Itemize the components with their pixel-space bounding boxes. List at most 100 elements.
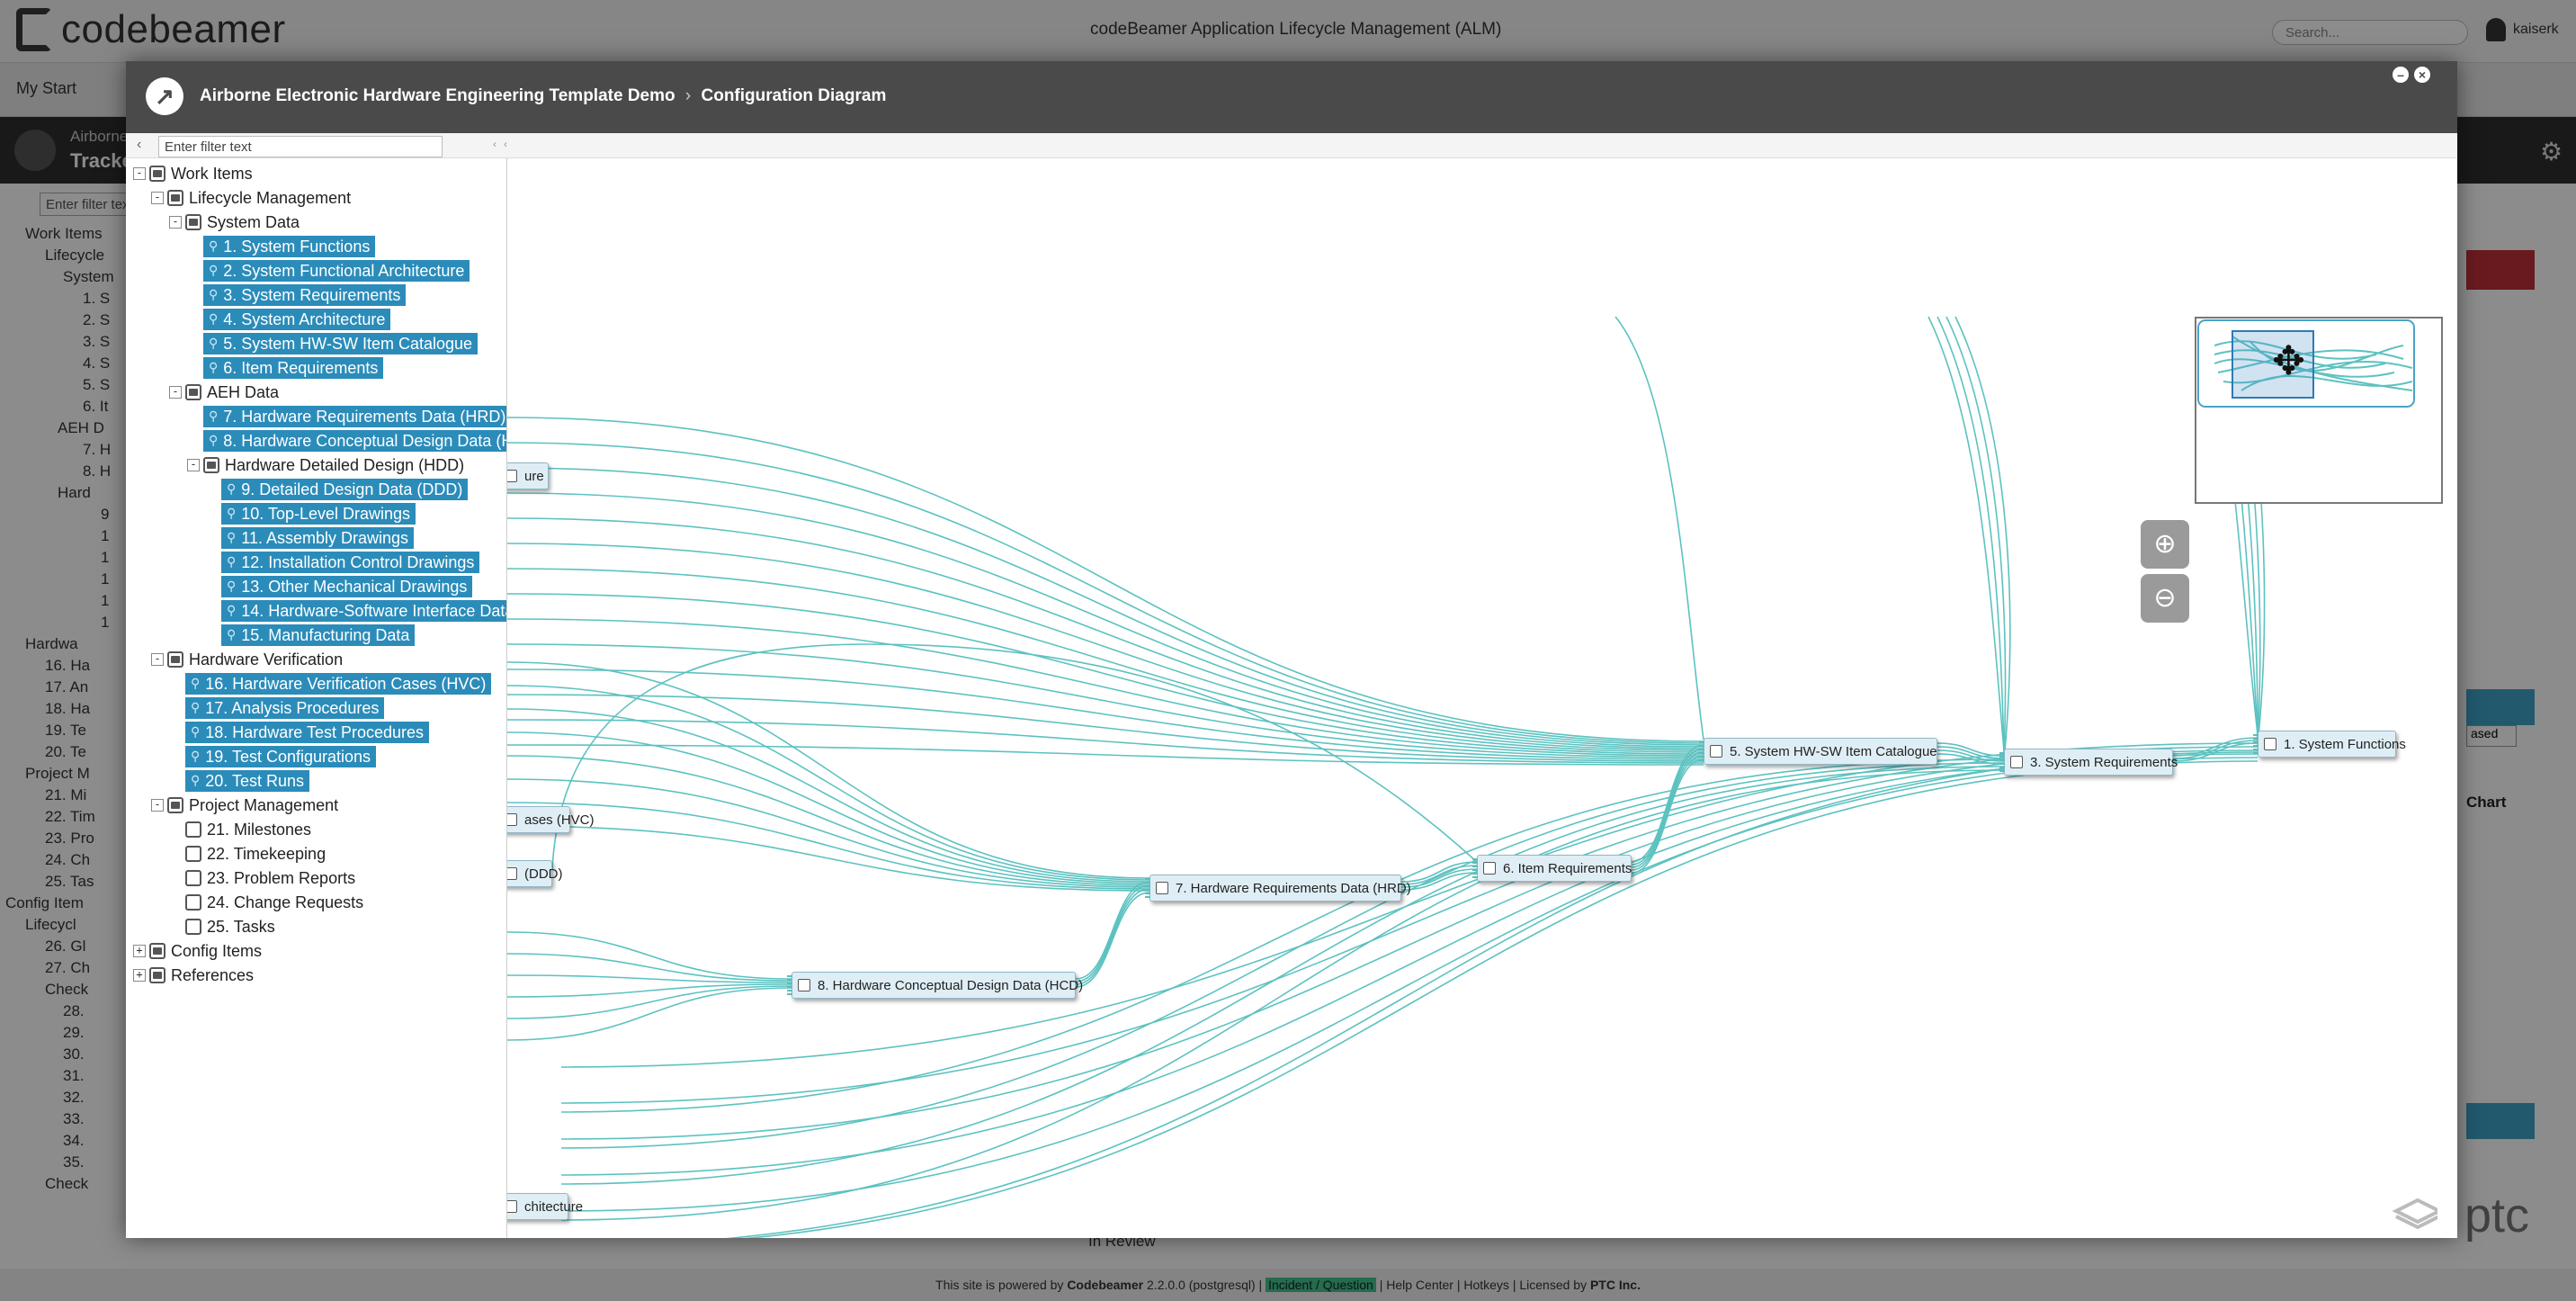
collapse-icon[interactable]: - (151, 799, 164, 812)
background-tree-item[interactable]: 23. Pro (45, 830, 94, 847)
tree-item-selected[interactable]: ⚲13. Other Mechanical Drawings (221, 576, 473, 597)
tree-item[interactable]: ⚲15. Manufacturing Data (205, 624, 416, 647)
tree-item-selected[interactable]: ⚲9. Detailed Design Data (DDD) (221, 479, 469, 500)
collapse-pane-icon[interactable]: ‹ (493, 138, 496, 150)
diagram-node-p1[interactable]: ure (507, 462, 549, 489)
tree-item-selected[interactable]: ⚲19. Test Configurations (185, 746, 377, 767)
tree-item-selected[interactable]: ⚲8. Hardware Conceptual Design Data (HCD… (203, 430, 506, 452)
background-tree-item[interactable]: 20. Te (45, 743, 87, 760)
tree-item[interactable]: ⚲1. System Functions (187, 235, 376, 258)
expand-icon[interactable]: + (133, 945, 146, 957)
diagram-minimap[interactable] (2195, 317, 2443, 504)
tree-item[interactable]: ⚲5. System HW-SW Item Catalogue (187, 332, 479, 355)
tree-item[interactable]: -Hardware Detailed Design (HDD) (187, 453, 464, 477)
background-tree-item[interactable]: 19. Te (45, 722, 87, 739)
tree-item[interactable]: 21. Milestones (169, 818, 311, 841)
tree-item[interactable]: +Config Items (133, 939, 262, 963)
background-tree-item[interactable]: 31. (63, 1067, 85, 1084)
diagram-node-ir[interactable]: 6. Item Requirements (1472, 855, 1632, 882)
footer-help-link[interactable]: Help Center (1386, 1278, 1453, 1292)
tree-item[interactable]: -System Data (169, 211, 300, 234)
background-tree-item[interactable]: Check (45, 981, 89, 998)
tree-item[interactable]: ⚲14. Hardware-Software Interface Data (205, 599, 506, 623)
background-tree-item[interactable]: 26. Gl (45, 938, 86, 955)
tree-item[interactable]: ⚲12. Installation Control Drawings (205, 551, 480, 574)
tree-item-selected[interactable]: ⚲15. Manufacturing Data (221, 624, 416, 646)
background-tree-item[interactable]: 3. S (83, 333, 111, 350)
background-tree-item[interactable]: Lifecycle (45, 247, 105, 264)
diagram-node-p2[interactable]: ases (HVC) (507, 806, 595, 833)
tree-item-selected[interactable]: ⚲6. Item Requirements (203, 357, 384, 379)
background-tree-item[interactable]: 32. (63, 1089, 85, 1106)
tree-item[interactable]: ⚲6. Item Requirements (187, 356, 384, 380)
tree-item[interactable]: 23. Problem Reports (169, 866, 355, 890)
close-icon[interactable]: × (2414, 67, 2430, 83)
tree-item[interactable]: ⚲8. Hardware Conceptual Design Data (HCD… (187, 429, 506, 453)
tree-item[interactable]: ⚲7. Hardware Requirements Data (HRD) (187, 405, 506, 428)
tree-item[interactable]: ⚲17. Analysis Procedures (169, 696, 385, 720)
diagram-node-hw[interactable]: 5. System HW-SW Item Catalogue (1699, 738, 1937, 765)
tree-item[interactable]: ⚲2. System Functional Architecture (187, 259, 470, 283)
tree-item-selected[interactable]: ⚲4. System Architecture (203, 309, 391, 330)
background-tree-item[interactable]: Hardwa (25, 635, 78, 652)
background-tree-item[interactable]: 25. Tas (45, 873, 94, 890)
tree-item-selected[interactable]: ⚲17. Analysis Procedures (185, 697, 385, 719)
tree-item[interactable]: ⚲4. System Architecture (187, 308, 391, 331)
background-tree-item[interactable]: 35. (63, 1153, 85, 1171)
background-tree-item[interactable]: Hard (58, 484, 91, 501)
tree-item[interactable]: -Hardware Verification (151, 648, 343, 671)
user-menu[interactable]: kaiserk (2486, 18, 2559, 41)
breadcrumb-project[interactable]: Airborne Electronic Hardware Engineering… (200, 86, 675, 105)
tree-item[interactable]: ⚲19. Test Configurations (169, 745, 377, 768)
tree-item[interactable]: ⚲13. Other Mechanical Drawings (205, 575, 473, 598)
collapse-icon[interactable]: - (151, 192, 164, 204)
pane-splitter-icon[interactable]: ‹ (504, 138, 507, 150)
tree-item-selected[interactable]: ⚲5. System HW-SW Item Catalogue (203, 333, 479, 354)
background-tree-item[interactable]: 1 (101, 592, 110, 609)
background-select[interactable]: ased (2466, 725, 2517, 747)
background-tree-item[interactable]: 21. Mi (45, 786, 87, 803)
diagram-node-p3[interactable]: (DDD) (507, 860, 563, 887)
diagram-node-p4[interactable]: chitecture (507, 1193, 583, 1220)
filter-input[interactable] (158, 136, 443, 157)
expand-icon[interactable]: + (133, 969, 146, 982)
background-tree-item[interactable]: 2. S (83, 311, 111, 328)
tree-item[interactable]: -Lifecycle Management (151, 186, 351, 210)
background-tree-item[interactable]: Work Items (25, 225, 103, 242)
background-tree-item[interactable]: 7. H (83, 441, 112, 458)
tree-item-selected[interactable]: ⚲2. System Functional Architecture (203, 260, 470, 282)
tree-item[interactable]: +References (133, 964, 254, 987)
tree-item[interactable]: ⚲9. Detailed Design Data (DDD) (205, 478, 469, 501)
footer-hotkeys-link[interactable]: Hotkeys (1463, 1278, 1509, 1292)
background-tree-item[interactable]: 1. S (83, 290, 111, 307)
background-tree-item[interactable]: 17. An (45, 678, 89, 695)
background-tree-item[interactable]: System (63, 268, 114, 285)
background-tree-item[interactable]: Project M (25, 765, 90, 782)
zoom-out-icon[interactable]: ⊖ (2141, 574, 2189, 623)
collapse-icon[interactable]: - (169, 216, 182, 229)
diagram-node-hrd[interactable]: 7. Hardware Requirements Data (HRD) (1145, 875, 1411, 902)
tree-item[interactable]: ⚲10. Top-Level Drawings (205, 502, 416, 525)
footer-incident-link[interactable]: Incident / Question (1266, 1278, 1376, 1292)
tree-item[interactable]: ⚲20. Test Runs (169, 769, 309, 793)
background-tree-item[interactable]: 1 (101, 570, 110, 588)
background-filter-input[interactable]: Enter filter tex (40, 193, 139, 216)
background-tree-item[interactable]: 4. S (83, 354, 111, 372)
background-tree-item[interactable]: 33. (63, 1110, 85, 1127)
diagram-node-sf[interactable]: 1. System Functions (2253, 731, 2406, 758)
background-tree-item[interactable]: 5. S (83, 376, 111, 393)
tree-item[interactable]: -Work Items (133, 162, 253, 185)
tree-item[interactable]: -Project Management (151, 794, 338, 817)
tree-item-selected[interactable]: ⚲1. System Functions (203, 236, 376, 257)
background-tree-item[interactable]: 22. Tim (45, 808, 95, 825)
collapse-icon[interactable]: - (151, 653, 164, 666)
background-tree-item[interactable]: 1 (101, 527, 110, 544)
background-tree-item[interactable]: 6. It (83, 398, 109, 415)
zoom-in-icon[interactable]: ⊕ (2141, 520, 2189, 569)
tree-item-selected[interactable]: ⚲20. Test Runs (185, 770, 309, 792)
collapse-icon[interactable]: - (187, 459, 200, 471)
background-tree-item[interactable]: 24. Ch (45, 851, 91, 868)
global-search-input[interactable]: Search... (2272, 20, 2468, 45)
background-tree-item[interactable]: 1 (101, 614, 110, 631)
diagram-node-hcd[interactable]: 8. Hardware Conceptual Design Data (HCD) (787, 972, 1083, 999)
